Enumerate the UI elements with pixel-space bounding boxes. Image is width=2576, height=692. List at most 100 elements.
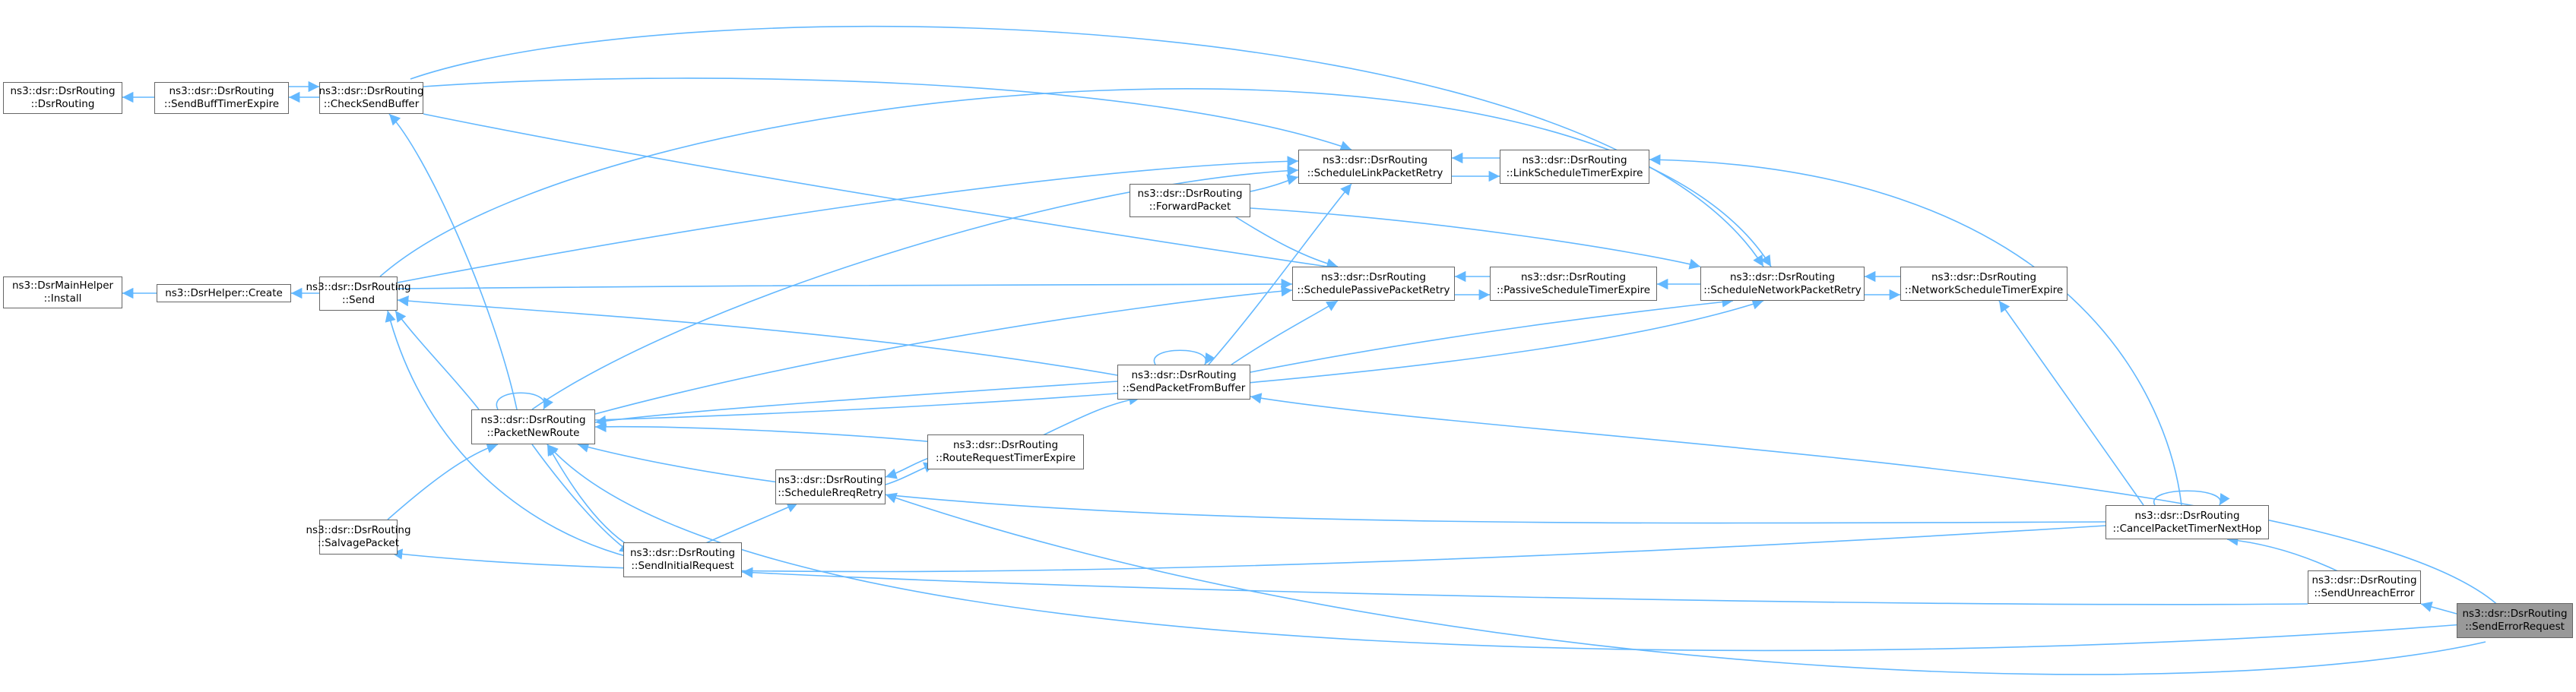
node-label-line2: ::PacketNewRoute — [486, 427, 580, 439]
node-forward-packet[interactable]: ns3::dsr::DsrRouting ::ForwardPacket — [1130, 184, 1250, 217]
node-schedule-network-packet-retry[interactable]: ns3::dsr::DsrRouting ::ScheduleNetworkPa… — [1700, 267, 1865, 301]
node-label-line2: ::LinkScheduleTimerExpire — [1506, 166, 1643, 179]
node-label-line1: ns3::dsr::DsrRouting — [318, 85, 424, 97]
node-label-line2: ::CheckSendBuffer — [323, 98, 420, 110]
edge-cancel-timer-self — [2153, 490, 2230, 506]
node-label-line1: ns3::dsr::DsrRouting — [1137, 188, 1243, 200]
node-label-line2: ::SendUnreachError — [2314, 587, 2415, 599]
node-label-line1: ns3::dsr::DsrRouting — [1522, 153, 1627, 166]
node-label-line2: ::SchedulePassivePacketRetry — [1297, 283, 1450, 296]
edge-salvage-packet-to-packet-new-route — [387, 442, 499, 520]
node-passive-schedule-timer-expire[interactable]: ns3::dsr::DsrRouting ::PassiveScheduleTi… — [1490, 267, 1657, 301]
node-label-line1: ns3::DsrMainHelper — [11, 280, 114, 292]
node-label-line1: ns3::dsr::DsrRouting — [10, 85, 116, 97]
node-label-line2: ::ForwardPacket — [1149, 201, 1231, 213]
edge-check-send-buffer-to-schedule-link — [423, 77, 1352, 152]
edge-send-packet-from-buffer-to-packet-new-route — [594, 381, 1118, 427]
node-label-line2: ::SendBuffTimerExpire — [163, 98, 280, 110]
edge-send-packet-from-buffer-to-schedule-network — [1250, 296, 1734, 373]
node-label-line2: ::DsrRouting — [30, 98, 95, 110]
node-label-line2: ::Install — [43, 292, 82, 305]
node-check-send-buffer[interactable]: ns3::dsr::DsrRouting ::CheckSendBuffer — [318, 82, 424, 114]
edge-send-to-schedule-link — [397, 156, 1299, 283]
edge-packet-new-route-to-send — [394, 310, 480, 410]
edge-send-error-request-to-schedule-rreq-retry — [885, 492, 2486, 675]
node-label-line2: ::ScheduleLinkPacketRetry — [1307, 166, 1443, 179]
edge-send-unreach-error-to-cancel-timer — [2226, 535, 2342, 574]
node-main-helper-install[interactable]: ns3::DsrMainHelper ::Install — [3, 276, 122, 308]
edge-route-request-timer-to-packet-new-route — [594, 421, 936, 443]
edge-send-initial-request-to-send — [385, 310, 632, 558]
edge-packet-new-route-to-send-initial-request — [531, 444, 632, 554]
node-label-line1: ns3::dsr::DsrRouting — [778, 474, 883, 486]
node-route-request-timer-expire[interactable]: ns3::dsr::DsrRouting ::RouteRequestTimer… — [927, 434, 1084, 469]
node-schedule-passive-packet-retry[interactable]: ns3::dsr::DsrRouting ::SchedulePassivePa… — [1292, 267, 1455, 301]
node-dsr-routing[interactable]: ns3::dsr::DsrRouting ::DsrRouting — [3, 82, 122, 114]
edge-send-error-request-to-send-unreach-error — [2420, 601, 2457, 615]
node-label-line1: ns3::dsr::DsrRouting — [952, 439, 1059, 451]
edge-packet-new-route-to-check-send-buffer — [388, 113, 518, 410]
node-label-line1: ns3::dsr::DsrRouting — [1520, 270, 1627, 283]
node-label-line2: ::RouteRequestTimerExpire — [935, 452, 1076, 464]
edge-send-error-request-to-packet-new-route — [547, 444, 2464, 652]
node-label-line1: ns3::dsr::DsrRouting — [1131, 369, 1237, 381]
node-label-line1: ns3::DsrHelper::Create — [165, 286, 283, 299]
node-send-buff-timer-expire[interactable]: ns3::dsr::DsrRouting ::SendBuffTimerExpi… — [154, 82, 289, 114]
node-label-line2: ::SalvagePacket — [318, 537, 399, 549]
node-label-line1: ns3::dsr::DsrRouting — [2134, 509, 2240, 522]
edge-cancel-timer-to-link-timer — [1649, 154, 2182, 506]
edge-send-unreach-error-to-send-initial-request — [741, 567, 2308, 605]
edge-forward-packet-to-schedule-link — [1250, 174, 1299, 192]
node-cancel-packet-timer-next-hop[interactable]: ns3::dsr::DsrRouting ::CancelPacketTimer… — [2105, 505, 2269, 539]
node-label-line2: ::ScheduleNetworkPacketRetry — [1703, 283, 1862, 296]
node-salvage-packet[interactable]: ns3::dsr::DsrRouting ::SalvagePacket — [306, 520, 411, 555]
node-label-line1: ns3::dsr::DsrRouting — [629, 547, 736, 559]
node-link-schedule-timer-expire[interactable]: ns3::dsr::DsrRouting ::LinkScheduleTimer… — [1500, 150, 1649, 184]
node-label-line2: ::SendInitialRequest — [631, 560, 734, 572]
edge-packet-new-route-to-schedule-link — [531, 165, 1299, 410]
node-label-line1: ns3::dsr::DsrRouting — [2311, 574, 2417, 586]
node-label-line1: ns3::dsr::DsrRouting — [480, 414, 586, 426]
node-label-line2: ::NetworkScheduleTimerExpire — [1904, 283, 2064, 296]
edge-send-packet-from-buffer-to-schedule-passive — [1231, 300, 1339, 365]
node-label-line1: ns3::dsr::DsrRouting — [306, 524, 411, 536]
edge-forward-packet-to-schedule-network — [1250, 207, 1701, 270]
edge-packet-new-route-self — [496, 392, 553, 410]
node-send-initial-request[interactable]: ns3::dsr::DsrRouting ::SendInitialReques… — [623, 542, 742, 577]
node-label-line2: ::SendPacketFromBuffer — [1122, 382, 1246, 394]
node-label-line1: ns3::dsr::DsrRouting — [2462, 608, 2568, 620]
node-label-line2: ::Send — [341, 293, 375, 306]
edge-send-initial-request-to-packet-new-route — [547, 444, 632, 548]
node-label-line1: ns3::dsr::DsrRouting — [1931, 270, 2037, 283]
node-label-line1: ns3::dsr::DsrRouting — [306, 280, 411, 293]
edge-route-request-timer-to-send-packet-from-buffer — [1041, 394, 1141, 437]
edge-packet-new-route-to-schedule-network — [594, 299, 1764, 421]
edge-cancel-timer-to-network-timer — [1998, 300, 2144, 506]
node-send[interactable]: ns3::dsr::DsrRouting ::Send — [306, 276, 411, 311]
edge-send-error-request-to-send-packet-from-buffer — [1250, 393, 2502, 608]
node-schedule-rreq-retry[interactable]: ns3::dsr::DsrRouting ::ScheduleRreqRetry — [775, 469, 886, 504]
edge-send-to-schedule-passive — [397, 278, 1293, 290]
node-send-packet-from-buffer[interactable]: ns3::dsr::DsrRouting ::SendPacketFromBuf… — [1117, 365, 1250, 400]
node-schedule-link-packet-retry[interactable]: ns3::dsr::DsrRouting ::ScheduleLinkPacke… — [1298, 150, 1452, 184]
node-label-line2: ::ScheduleRreqRetry — [778, 487, 883, 499]
node-label-line2: ::CancelPacketTimerNextHop — [2112, 522, 2262, 535]
edge-send-packet-from-buffer-to-send — [397, 295, 1118, 376]
node-label-line1: ns3::dsr::DsrRouting — [169, 85, 274, 97]
edge-cancel-timer-to-salvage-packet — [391, 525, 2106, 573]
node-send-error-request[interactable]: ns3::dsr::DsrRouting ::SendErrorRequest — [2457, 603, 2573, 638]
node-label-line2: ::PassiveScheduleTimerExpire — [1496, 283, 1651, 296]
edge-check-send-buffer-to-schedule-passive — [423, 113, 1339, 273]
node-send-unreach-error[interactable]: ns3::dsr::DsrRouting ::SendUnreachError — [2308, 570, 2421, 604]
node-label-line1: ns3::dsr::DsrRouting — [1729, 270, 1836, 283]
node-label-line1: ns3::dsr::DsrRouting — [1322, 153, 1428, 166]
edge-cancel-timer-to-packet-new-route — [577, 441, 2106, 524]
node-helper-create[interactable]: ns3::DsrHelper::Create — [157, 284, 291, 302]
node-label-line1: ns3::dsr::DsrRouting — [1320, 270, 1427, 283]
edge-packet-new-route-to-schedule-passive — [594, 286, 1293, 415]
node-network-schedule-timer-expire[interactable]: ns3::dsr::DsrRouting ::NetworkScheduleTi… — [1900, 267, 2067, 301]
edge-send-packet-from-buffer-to-schedule-link — [1208, 183, 1352, 365]
edge-send-packet-from-buffer-self — [1153, 349, 1215, 365]
node-label-line2: ::SendErrorRequest — [2465, 621, 2565, 633]
node-packet-new-route[interactable]: ns3::dsr::DsrRouting ::PacketNewRoute — [471, 409, 595, 444]
